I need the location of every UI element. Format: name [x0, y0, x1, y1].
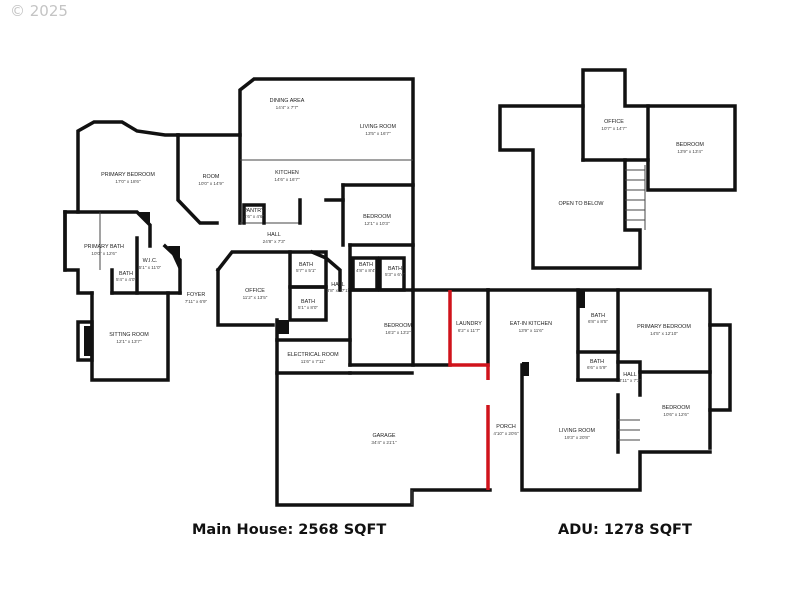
- room-dim-foyer: 7'11" x 6'9": [185, 299, 208, 304]
- room-name-bedroom-adu: BEDROOM: [662, 405, 690, 411]
- room-name-primary-bedroom-adu: PRIMARY BEDROOM: [637, 324, 691, 330]
- room-dim-hall-adu: 3'11" x 7'3": [619, 378, 642, 383]
- room-name-bedroom-main-2: BEDROOM: [384, 323, 412, 329]
- room-dim-living-room-adu: 19'3" x 20'8": [564, 435, 590, 440]
- room-dim-office-main: 11'2" x 13'5": [243, 295, 268, 300]
- room-name-electrical-room: ELECTRICAL ROOM: [287, 352, 339, 358]
- room-dim-bedroom-adu: 10'6" x 12'6": [663, 412, 689, 417]
- room-dim-bath-adu-1: 6'8" x 8'5": [588, 319, 608, 324]
- room-dim-room: 10'0" x 14'9": [198, 181, 224, 186]
- room-dim-dining-area: 14'4" x 7'7": [276, 105, 299, 110]
- room-name-bath-c: BATH: [388, 266, 402, 272]
- room-dim-bath-d: 5'1" x 8'0": [298, 305, 318, 310]
- room-dim-office-upper: 10'7" x 14'7": [601, 126, 627, 131]
- room-name-porch: PORCH: [496, 424, 516, 430]
- room-name-hall-adu: HALL: [623, 372, 637, 378]
- room-name-wic: W.I.C.: [143, 258, 158, 264]
- room-name-bath-b: BATH: [359, 262, 373, 268]
- room-dim-bedroom-main-1: 12'1" x 10'3": [364, 221, 390, 226]
- adu-area-label: ADU: 1278 SQFT: [558, 522, 692, 538]
- upper-floor-walls: [498, 68, 737, 270]
- room-name-hall-small: HALL: [331, 282, 345, 288]
- room-name-bath-a: BATH: [299, 262, 313, 268]
- room-dim-primary-bedroom-adu: 14'5" x 12'10": [650, 331, 678, 336]
- room-name-open-to-below: OPEN TO BELOW: [558, 201, 604, 207]
- room-dim-hall-small: 3'8" x 17'1": [327, 288, 350, 293]
- room-dim-electrical-room: 11'6" x 7'11": [301, 359, 326, 364]
- room-dim-wic: 5'1" x 11'0": [139, 265, 162, 270]
- room-dim-living-room-main: 13'5" x 16'7": [365, 131, 391, 136]
- room-name-laundry: LAUNDRY: [456, 321, 482, 327]
- room-name-eat-in-kitchen: EAT-IN KITCHEN: [510, 321, 552, 327]
- room-dim-kitchen: 14'6" x 16'7": [274, 177, 300, 182]
- room-dim-bath-small: 5'4" x 4'0": [116, 277, 136, 282]
- room-name-sitting-room: SITTING ROOM: [109, 332, 149, 338]
- copyright-watermark: © 2025: [10, 2, 68, 20]
- room-name-room: ROOM: [203, 174, 220, 180]
- room-name-bedroom-upper: BEDROOM: [676, 142, 704, 148]
- room-dim-garage: 34'4" x 21'1": [371, 440, 397, 445]
- room-name-primary-bath: PRIMARY BATH: [84, 244, 124, 250]
- adu-walls: [486, 288, 732, 492]
- room-dim-bath-b: 4'8" x 8'4": [356, 268, 376, 273]
- room-name-living-room-adu: LIVING ROOM: [559, 428, 595, 434]
- room-name-hall-main: HALL: [267, 232, 281, 238]
- room-labels: DINING AREA 14'4" x 7'7" LIVING ROOM 13'…: [84, 98, 704, 445]
- room-name-living-room-main: LIVING ROOM: [360, 124, 396, 130]
- room-dim-bath-c: 5'3" x 6'4": [385, 272, 405, 277]
- main-house-area-label: Main House: 2568 SQFT: [192, 522, 387, 538]
- room-name-bath-small: BATH: [119, 271, 133, 277]
- room-name-bath-d: BATH: [301, 299, 315, 305]
- main-house-fixtures: [84, 212, 289, 356]
- room-name-office-upper: OFFICE: [604, 119, 624, 125]
- room-dim-primary-bath: 10'0" x 12'6": [91, 251, 117, 256]
- room-dim-primary-bedroom-main: 17'0" x 18'6": [115, 179, 141, 184]
- adu-fixtures: [522, 290, 585, 376]
- room-name-bath-adu-2: BATH: [590, 359, 604, 365]
- room-dim-eat-in-kitchen: 13'9" x 11'6": [519, 328, 544, 333]
- room-dim-hall-main: 24'8" x 7'3": [263, 239, 286, 244]
- room-dim-bath-a: 5'7" x 5'1": [296, 268, 316, 273]
- room-name-foyer: FOYER: [187, 292, 206, 298]
- room-dim-bedroom-upper: 13'9" x 13'4": [677, 149, 703, 154]
- room-name-garage: GARAGE: [372, 433, 395, 439]
- room-name-office-main: OFFICE: [245, 288, 265, 294]
- main-house-walls: [63, 77, 492, 507]
- room-dim-porch: 4'10" x 20'6": [493, 431, 519, 436]
- room-dim-bath-adu-2: 6'6" x 5'9": [587, 365, 607, 370]
- room-name-bath-adu-1: BATH: [591, 313, 605, 319]
- room-name-dining-area: DINING AREA: [270, 98, 305, 104]
- room-name-bedroom-main-1: BEDROOM: [363, 214, 391, 220]
- room-name-pantry: PANTRY: [243, 208, 265, 214]
- room-dim-laundry: 6'2" x 11'7": [458, 328, 481, 333]
- room-dim-sitting-room: 12'1" x 13'7": [116, 339, 142, 344]
- room-dim-pantry: 4'6" x 4'6": [244, 214, 264, 219]
- room-name-primary-bedroom-main: PRIMARY BEDROOM: [101, 172, 155, 178]
- room-name-kitchen: KITCHEN: [275, 170, 299, 176]
- room-dim-bedroom-main-2: 16'2" x 13'2": [385, 330, 411, 335]
